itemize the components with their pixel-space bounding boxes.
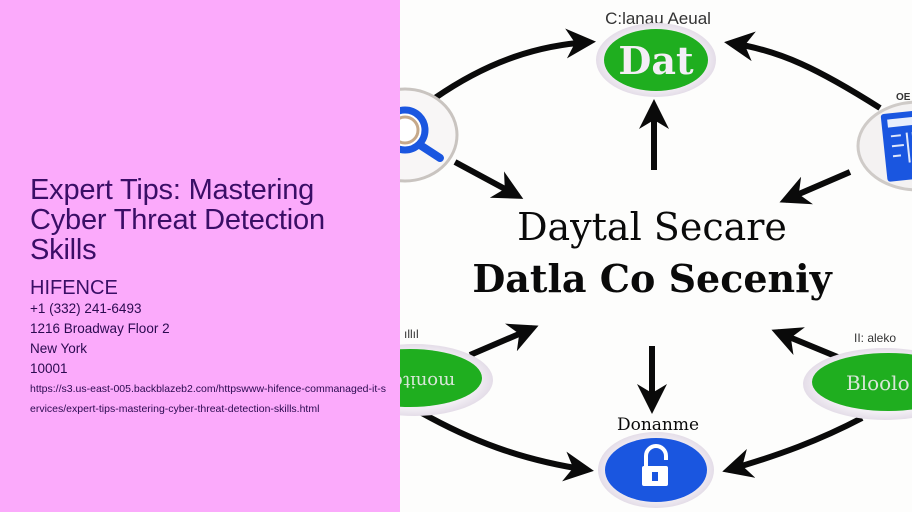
left-node-text: ɐuᴉɹoʇᴉuoɯ	[400, 369, 455, 390]
source-url[interactable]: https://s3.us-east-005.backblazeb2.com/h…	[30, 383, 386, 415]
top-node-label: C:lanau Aeual	[605, 9, 711, 28]
text-block: Expert Tips: Mastering Cyber Threat Dete…	[30, 175, 390, 419]
info-panel: Expert Tips: Mastering Cyber Threat Dete…	[0, 0, 400, 512]
arrow-rightnode-to-lock	[722, 415, 864, 478]
arrow-leftnode-to-center	[468, 323, 539, 358]
right-node-label: II: aleko	[854, 331, 896, 345]
center-title: Daytal Secare Datla Co Seceniy	[472, 205, 832, 301]
top-node-text: Dat	[618, 38, 694, 83]
diagram-svg: C:lanau Aeual Dat OE Day	[400, 0, 912, 512]
document-screen-icon	[880, 110, 912, 182]
arrow-right-to-top	[724, 31, 882, 111]
bottom-node-label: Donanme	[617, 415, 699, 435]
magnifier-node	[400, 87, 459, 183]
document-node: OE	[856, 92, 912, 192]
city: New York	[30, 341, 88, 356]
arrows	[418, 28, 882, 482]
arrow-rightnode-to-center	[771, 327, 842, 361]
magnifier-icon	[400, 106, 444, 162]
center-line-1: Daytal Secare	[517, 205, 787, 249]
zip-code: 10001	[30, 361, 68, 376]
security-diagram-illustration: C:lanau Aeual Dat OE Day	[400, 0, 912, 512]
right-green-node: Bloolo II: aleko	[803, 331, 912, 420]
padlock-icon	[642, 444, 668, 486]
arrow-magnifier-to-center	[453, 159, 524, 199]
lock-node: Donanme	[598, 415, 714, 508]
center-line-2: Datla Co Seceniy	[472, 256, 832, 301]
arrow-left-to-top	[433, 28, 596, 101]
left-green-node: ɐuᴉɹoʇᴉuoɯ ıllıl	[400, 327, 493, 416]
top-data-node: C:lanau Aeual Dat	[596, 9, 716, 97]
arrow-leftnode-to-lock	[418, 409, 594, 482]
page-title: Expert Tips: Mastering Cyber Threat Dete…	[30, 174, 325, 266]
phone-number: +1 (332) 241-6493	[30, 301, 142, 316]
address-line: 1216 Broadway Floor 2	[30, 321, 170, 336]
left-node-label: ıllıl	[404, 327, 419, 341]
right-node-text: Bloolo	[846, 371, 910, 395]
arrow-document-to-center	[779, 169, 852, 205]
right-top-label: OE	[896, 92, 911, 103]
company-name: HIFENCE	[30, 277, 118, 299]
